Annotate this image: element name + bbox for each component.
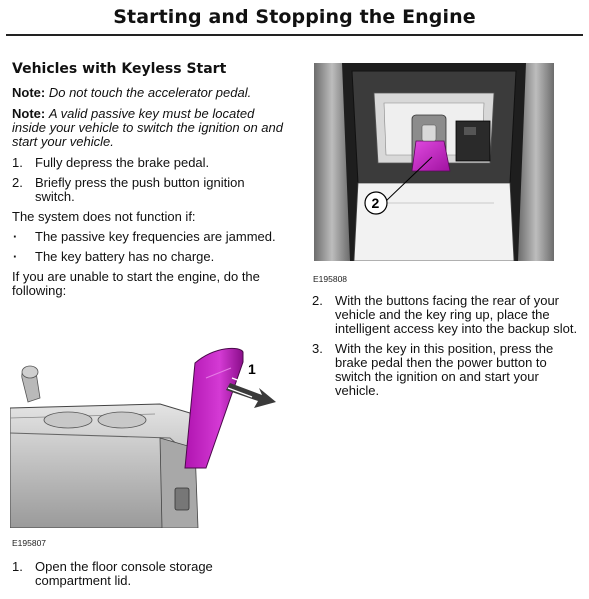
start-steps: 1. Fully depress the brake pedal. 2. Bri… bbox=[12, 156, 287, 204]
note-label: Note: bbox=[12, 106, 46, 121]
step-text: Fully depress the brake pedal. bbox=[35, 155, 210, 170]
callout-1: 1 bbox=[248, 361, 256, 377]
system-intro: The system does not function if: bbox=[12, 209, 196, 224]
backup-slot-illustration: 2 bbox=[314, 63, 554, 261]
step-item: 3. With the key in this position, press … bbox=[312, 342, 580, 398]
step-item: 2. Briefly press the push button ignitio… bbox=[12, 176, 287, 204]
bullet-item: · The key battery has no charge. bbox=[12, 250, 287, 264]
console-lid-illustration: 1 bbox=[10, 347, 276, 528]
note-text: Do not touch the accelerator pedal. bbox=[48, 85, 252, 100]
section-heading: Vehicles with Keyless Start bbox=[12, 61, 227, 77]
step-number: 3. bbox=[312, 341, 323, 356]
step-number: 2. bbox=[312, 293, 323, 308]
figure-id-e195807: E195807 bbox=[12, 538, 47, 548]
left-column: Vehicles with Keyless Start Note: Do not… bbox=[12, 61, 287, 304]
bullet-dot: · bbox=[13, 249, 18, 264]
step-item: 1. Open the floor console storage compar… bbox=[12, 560, 287, 588]
step-open-lid: 1. Open the floor console storage compar… bbox=[12, 560, 287, 594]
note-text: A valid passive key must be located insi… bbox=[12, 106, 283, 149]
right-column-steps: 2. With the buttons facing the rear of y… bbox=[312, 294, 580, 404]
bullet-text: The passive key frequencies are jammed. bbox=[35, 229, 276, 244]
callout-2: 2 bbox=[372, 195, 380, 211]
failure-conditions: · The passive key frequencies are jammed… bbox=[12, 230, 287, 264]
console-steps: 1. Open the floor console storage compar… bbox=[12, 560, 287, 588]
step-item: 1. Fully depress the brake pedal. bbox=[12, 156, 287, 170]
title-divider bbox=[6, 34, 583, 36]
step-item: 2. With the buttons facing the rear of y… bbox=[312, 294, 580, 336]
step-text: With the buttons facing the rear of your… bbox=[335, 293, 578, 336]
step-text: With the key in this position, press the… bbox=[335, 341, 554, 398]
note-accelerator: Note: Do not touch the accelerator pedal… bbox=[12, 86, 287, 100]
note-passive-key: Note: A valid passive key must be locate… bbox=[12, 107, 287, 149]
step-number: 2. bbox=[12, 175, 23, 190]
bullet-item: · The passive key frequencies are jammed… bbox=[12, 230, 287, 244]
step-text: Briefly press the push button ignition s… bbox=[35, 175, 245, 204]
page-title: Starting and Stopping the Engine bbox=[113, 6, 476, 28]
bullet-text: The key battery has no charge. bbox=[35, 249, 215, 264]
backup-steps: 2. With the buttons facing the rear of y… bbox=[312, 294, 580, 398]
note-label: Note: bbox=[12, 85, 46, 100]
step-text: Open the floor console storage compartme… bbox=[35, 559, 213, 588]
figure-id-e195808: E195808 bbox=[313, 274, 348, 284]
bullet-dot: · bbox=[13, 229, 18, 244]
step-number: 1. bbox=[12, 559, 23, 574]
step-number: 1. bbox=[12, 155, 23, 170]
fallback-intro: If you are unable to start the engine, d… bbox=[12, 269, 260, 298]
